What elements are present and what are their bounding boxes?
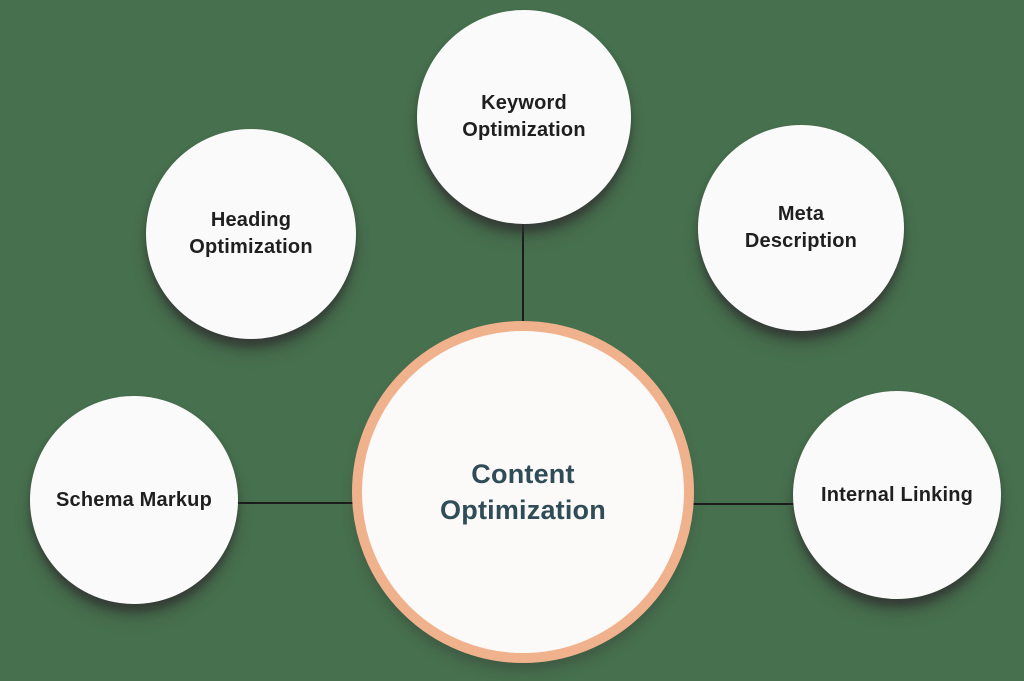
connector-center-to-keyword [522, 222, 524, 326]
node-heading-optimization: Heading Optimization [146, 129, 356, 339]
connector-center-to-internal [692, 503, 796, 505]
node-label: Keyword Optimization [462, 92, 586, 141]
node-label: Internal Linking [820, 483, 974, 506]
node-meta-description: Meta Description [698, 125, 904, 331]
node-internal-linking: Internal Linking [793, 391, 1001, 599]
connector-center-to-schema [236, 502, 354, 504]
node-schema-markup: Schema Markup [30, 396, 238, 604]
center-node-label: Content Optimization [440, 458, 606, 525]
node-content-optimization-center: Content Optimization [352, 321, 694, 663]
node-label: Schema Markup [56, 488, 212, 511]
node-keyword-optimization: Keyword Optimization [417, 10, 631, 224]
node-label: Heading Optimization [189, 209, 313, 258]
node-label: Meta Description [744, 203, 858, 252]
